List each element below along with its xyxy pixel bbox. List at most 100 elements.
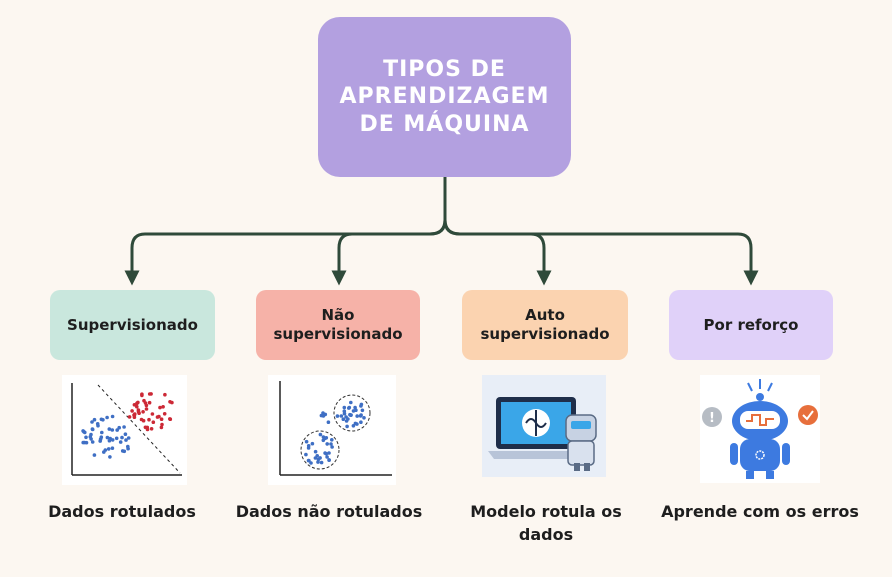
cluster-point [304,452,308,457]
class-a-point [144,407,149,411]
cluster-point [349,400,353,405]
class-b-point [98,437,103,441]
description-por-reforco: Aprende com os erros [661,502,859,521]
connector-trunk [124,175,447,286]
class-a-point [147,392,152,396]
cluster-point [327,451,331,455]
class-a-point [130,409,134,413]
class-a-point [160,422,164,427]
cluster-point [355,422,359,426]
outlier-point [326,420,331,424]
class-a-point [151,420,156,424]
category-auto-supervisionado: Auto supervisionado [462,290,628,360]
cluster-point [319,460,324,465]
laptop-brain-robot-icon [482,375,606,477]
cluster-point [310,441,315,446]
class-a-point [145,427,150,432]
class-a-point [161,405,165,409]
class-a-point [158,405,162,410]
class-b-point [118,440,123,444]
class-a-point [159,417,164,421]
title-box: TIPOS DE APRENDIZAGEM DE MÁQUINA [318,17,571,177]
category-label: Auto supervisionado [480,306,610,343]
cluster-point [359,420,363,424]
cluster-point [330,445,334,449]
category-por-reforco: Por reforço [669,290,833,360]
scatter-plot-icon [62,375,187,485]
class-b-point [122,449,127,454]
class-a-point [168,400,172,404]
category-nao-supervisionado: Não supervisionado [256,290,420,360]
cluster-point [318,432,323,437]
class-a-point [135,404,139,409]
class-b-point [110,414,115,419]
class-b-point [90,427,95,431]
class-b-point [117,425,121,430]
class-b-point [107,427,112,431]
cluster-point [342,409,347,413]
outlier-point [319,413,324,418]
class-b-point [81,429,85,433]
class-b-point [123,432,128,436]
class-b-point [110,438,115,442]
class-b-point [106,447,111,451]
class-b-point [124,438,128,442]
cluster-point [362,416,366,420]
cluster-point [318,456,322,460]
class-b-point [101,418,105,422]
title-text: TIPOS DE APRENDIZAGEM DE MÁQUINA [339,56,550,137]
cluster-point [330,438,334,442]
cluster-point [348,412,352,417]
cluster-point [307,458,311,463]
class-a-point [168,417,173,421]
description-auto-supervisionado: Modelo rotula os dados [470,502,622,545]
cluster-point [327,458,331,462]
outlier-point [321,411,325,415]
cluster-point [339,414,344,418]
class-b-point [88,435,93,439]
connector-branch-4 [443,218,759,286]
category-label: Supervisionado [67,315,198,334]
class-b-point [92,417,97,422]
cluster-point [342,405,347,410]
class-b-point [105,435,110,440]
cluster-point [360,408,365,413]
category-label: Não supervisionado [273,306,403,343]
class-a-point [133,412,137,416]
connector-branch-3 [443,218,552,286]
class-a-point [150,412,155,416]
connector-branch-2 [331,218,447,286]
class-b-point [115,428,119,432]
class-a-point [140,392,144,396]
class-a-point [141,410,145,414]
cluster-point [329,442,333,446]
cluster-plot-icon [268,375,396,485]
class-b-point [100,430,104,435]
cluster-point [353,405,357,410]
class-b-point [103,448,108,452]
class-b-point [105,415,109,420]
cluster-point [323,451,327,455]
class-a-point [142,398,146,403]
class-a-point [159,425,164,430]
cluster-point [313,456,318,460]
class-b-point [90,440,95,444]
robot-feedback-icon: ! [700,375,820,483]
class-b-point [84,440,89,445]
class-a-point [147,400,152,405]
cluster-point [347,405,352,410]
class-b-point [108,455,112,459]
class-b-point [92,453,97,457]
class-b-point [120,435,124,440]
cluster-point [355,414,359,418]
class-b-point [126,436,131,440]
category-supervisionado: Supervisionado [50,290,215,360]
class-a-point [136,410,141,414]
class-b-point [114,436,119,441]
class-b-point [110,428,115,432]
svg-text:!: ! [709,411,715,426]
description-supervisionado: Dados rotulados [48,502,196,521]
class-a-point [162,412,167,416]
cluster-point [351,409,356,413]
